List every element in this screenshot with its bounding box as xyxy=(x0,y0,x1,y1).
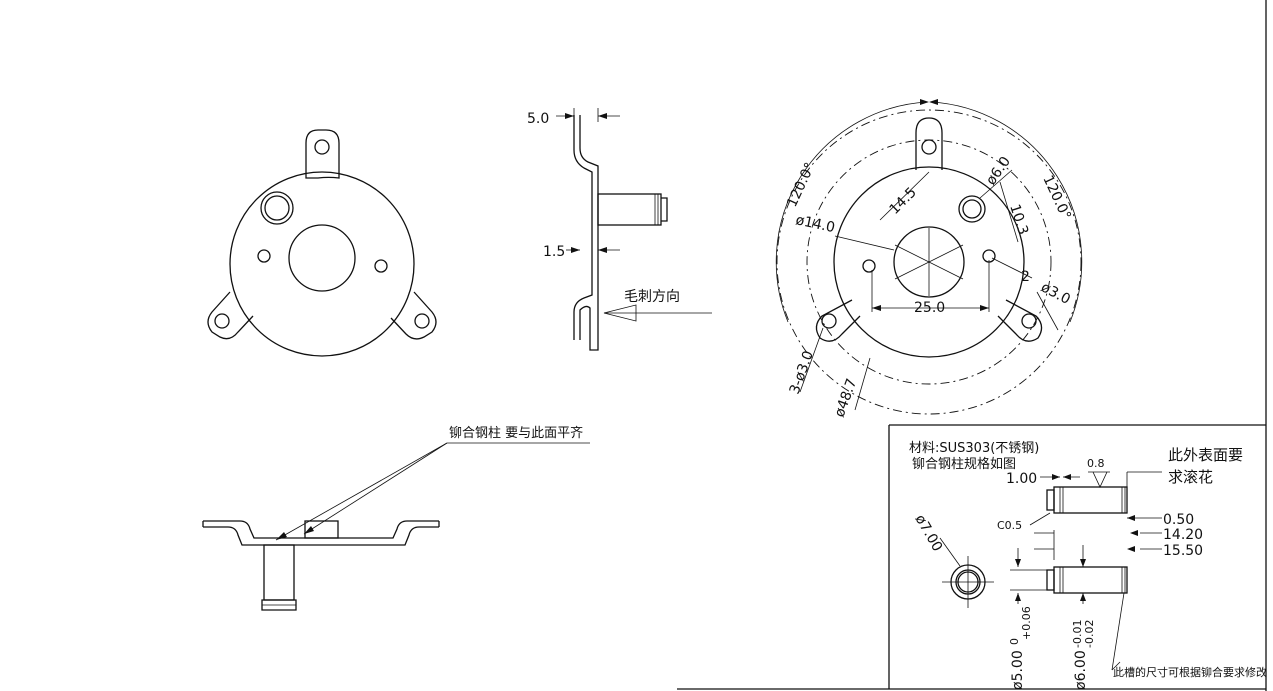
material-label: 材料:SUS303(不锈钢) xyxy=(909,441,1039,456)
burr-direction-label: 毛刺方向 xyxy=(624,289,680,305)
side-dim-5: 5.0 xyxy=(527,111,549,127)
dim-120-left: 120.0° xyxy=(784,160,818,209)
dim-phi6: ø6.00 xyxy=(1073,650,1089,690)
dim-c0-5: C0.5 xyxy=(997,519,1022,532)
dim-0-50: 0.50 xyxy=(1163,512,1194,528)
dim-phi6-tol-low: -0.02 xyxy=(1083,620,1096,648)
dim-2: 2 xyxy=(1021,269,1030,285)
knurl-note-2: 求滚花 xyxy=(1168,468,1213,486)
plan-view xyxy=(207,129,437,357)
dim-1-00: 1.00 xyxy=(1006,471,1037,487)
dim-3-phi3: 3-ø3.0 xyxy=(787,349,817,397)
detail-box xyxy=(888,424,1266,689)
dim-25: 25.0 xyxy=(914,300,945,316)
dim-phi48-7: ø48.7 xyxy=(832,377,861,420)
dim-14-5: 14.5 xyxy=(887,184,920,217)
dim-phi5: ø5.00 xyxy=(1010,650,1026,690)
dim-15-50: 15.50 xyxy=(1163,543,1203,559)
dim-phi6: ø6.0 xyxy=(983,154,1014,188)
pin-spec-label: 铆合钢柱规格如图 xyxy=(912,456,1016,472)
dim-phi6-tol-up: -0.01 xyxy=(1071,620,1084,648)
dim-14-20: 14.20 xyxy=(1163,527,1203,543)
dim-phi5-tol-up: +0.06 xyxy=(1020,606,1033,640)
knurl-note-1: 此外表面要 xyxy=(1168,446,1243,464)
flush-note: 铆合钢柱 要与此面平齐 xyxy=(449,425,583,441)
dim-10-3: 10.3 xyxy=(1006,202,1031,237)
dim-phi5-tol-low: 0 xyxy=(1008,638,1021,645)
dim-0-8: 0.8 xyxy=(1087,457,1105,470)
side-view xyxy=(556,108,712,351)
dim-phi7: ø7.00 xyxy=(912,512,946,554)
drawing-frame xyxy=(677,0,1267,691)
section-view xyxy=(202,442,590,611)
dim-phi14: ø14.0 xyxy=(794,212,836,236)
slot-footnote: 此槽的尺寸可根据铆合要求修改 xyxy=(1113,665,1267,679)
front-view xyxy=(775,99,1083,415)
side-dim-1-5: 1.5 xyxy=(543,244,565,260)
